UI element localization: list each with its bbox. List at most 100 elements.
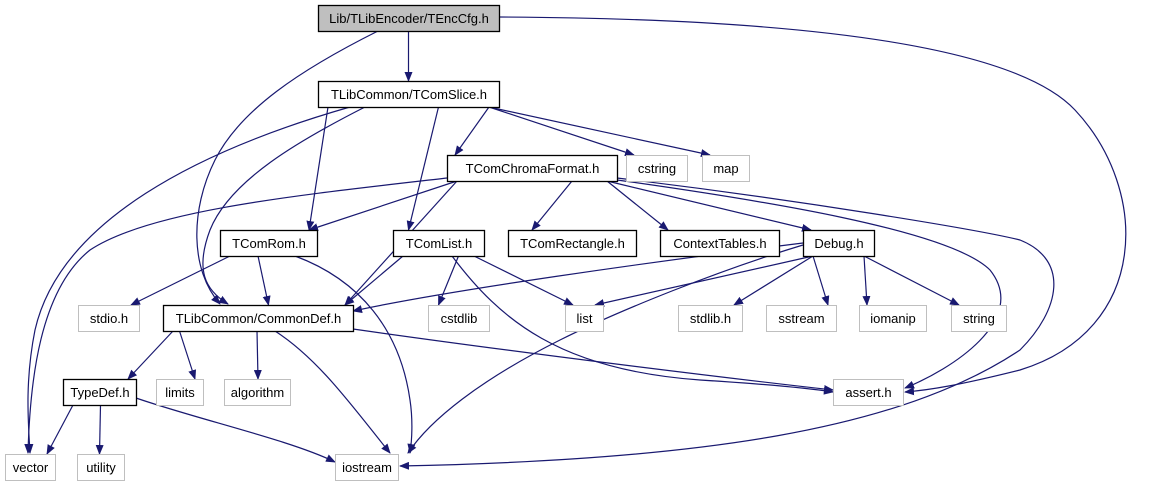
node-label: iostream xyxy=(342,460,392,475)
node-box xyxy=(156,379,204,406)
graph-node-iomanip: iomanip xyxy=(859,305,927,332)
node-label: TypeDef.h xyxy=(70,385,129,400)
edge-tcomslice-to-tcomlist xyxy=(406,106,440,231)
graph-node-tcomrom[interactable]: TComRom.h xyxy=(219,229,319,258)
edge-typedef-to-vector xyxy=(46,404,74,455)
node-box xyxy=(626,155,688,182)
node-box xyxy=(335,454,399,481)
node-label: vector xyxy=(13,460,49,475)
graph-node-debug[interactable]: Debug.h xyxy=(802,229,876,258)
node-label: Lib/TLibEncoder/TEncCfg.h xyxy=(329,11,489,26)
graph-node-tcomlist[interactable]: TComList.h xyxy=(392,229,486,258)
edge-commondef-to-limits xyxy=(178,330,197,380)
graph-node-list: list xyxy=(565,305,604,332)
graph-node-tcomrect[interactable]: TComRectangle.h xyxy=(507,229,638,258)
graph-node-algorithm: algorithm xyxy=(224,379,291,406)
graph-node-utility: utility xyxy=(77,454,125,481)
graph-node-root[interactable]: Lib/TLibEncoder/TEncCfg.h xyxy=(317,4,501,33)
node-label: stdlib.h xyxy=(690,311,731,326)
graph-node-cstring: cstring xyxy=(626,155,688,182)
node-box xyxy=(507,229,638,258)
edge-commondef-to-iostream xyxy=(274,330,391,454)
node-box xyxy=(802,229,876,258)
node-label: TLibCommon/TComSlice.h xyxy=(331,87,487,102)
graph-node-stdlibh: stdlib.h xyxy=(678,305,743,332)
graph-node-asserth: assert.h xyxy=(833,379,904,406)
node-box xyxy=(951,305,1007,332)
edge-debug-to-iostream xyxy=(407,244,804,454)
node-box xyxy=(5,454,56,481)
edge-tcomrom-to-stdio xyxy=(130,255,231,306)
node-box xyxy=(702,155,750,182)
edge-root-to-commondef xyxy=(196,30,379,305)
edge-tcomlist-to-commondef xyxy=(344,255,404,306)
edge-tcomchroma-to-ctxtables xyxy=(606,180,669,231)
edge-tcomchroma-to-tcomrom xyxy=(308,180,458,231)
node-label: utility xyxy=(86,460,116,475)
node-box xyxy=(833,379,904,406)
node-label: algorithm xyxy=(231,385,284,400)
node-box xyxy=(317,4,501,33)
edge-debug-to-sstream xyxy=(812,255,830,306)
node-label: cstdlib xyxy=(441,311,478,326)
edge-tcomslice-to-vector xyxy=(25,106,351,454)
graph-node-ctxtables[interactable]: ContextTables.h xyxy=(659,229,781,258)
node-label: TComRectangle.h xyxy=(520,236,625,251)
graph-node-stdio: stdio.h xyxy=(78,305,140,332)
node-box xyxy=(859,305,927,332)
node-box xyxy=(392,229,486,258)
graph-node-tcomslice[interactable]: TLibCommon/TComSlice.h xyxy=(317,80,501,109)
edge-debug-to-iomanip xyxy=(862,255,871,306)
edge-tcomchroma-to-tcomrect xyxy=(531,180,573,231)
node-box xyxy=(78,305,140,332)
graph-node-tcomchroma[interactable]: TComChromaFormat.h xyxy=(446,154,619,183)
node-box xyxy=(428,305,490,332)
edge-tcomchroma-to-debug xyxy=(606,180,812,232)
edge-commondef-to-typedef xyxy=(127,330,174,380)
node-label: limits xyxy=(165,385,195,400)
node-box xyxy=(766,305,837,332)
node-box xyxy=(659,229,781,258)
node-label: TComChromaFormat.h xyxy=(466,161,600,176)
graph-node-typedef[interactable]: TypeDef.h xyxy=(62,378,138,407)
node-label: stdio.h xyxy=(90,311,128,326)
graph-node-string: string xyxy=(951,305,1007,332)
node-box xyxy=(446,154,619,183)
graph-node-iostream: iostream xyxy=(335,454,399,481)
edge-tcomslice-to-tcomrom xyxy=(306,106,329,231)
node-box xyxy=(678,305,743,332)
node-label: cstring xyxy=(638,161,676,176)
graph-node-map: map xyxy=(702,155,750,182)
edge-tcomrom-to-commondef xyxy=(257,255,271,306)
node-box xyxy=(565,305,604,332)
edge-tcomchroma-to-asserth xyxy=(616,179,1002,389)
edge-commondef-to-asserth xyxy=(352,328,834,393)
node-box xyxy=(224,379,291,406)
node-label: TLibCommon/CommonDef.h xyxy=(176,311,341,326)
graph-node-sstream: sstream xyxy=(766,305,837,332)
node-box xyxy=(317,80,501,109)
graph-node-commondef[interactable]: TLibCommon/CommonDef.h xyxy=(162,304,355,333)
graph-node-limits: limits xyxy=(156,379,204,406)
edge-debug-to-string xyxy=(863,255,960,306)
graph-node-cstdlib: cstdlib xyxy=(428,305,490,332)
edge-root-to-asserth xyxy=(498,16,1127,396)
edge-tcomslice-to-commondef xyxy=(202,106,366,305)
edge-commondef-to-algorithm xyxy=(253,330,262,380)
edge-tcomrom-to-iostream xyxy=(294,255,416,454)
node-box xyxy=(219,229,319,258)
node-label: assert.h xyxy=(845,385,891,400)
edge-tcomchroma-to-iostream xyxy=(399,177,1055,470)
edge-tcomslice-to-cstring xyxy=(488,106,635,156)
edges-layer xyxy=(24,16,1127,470)
edge-tcomlist-to-list xyxy=(473,255,574,306)
node-label: map xyxy=(713,161,738,176)
node-box xyxy=(77,454,125,481)
node-box xyxy=(62,378,138,407)
node-label: string xyxy=(963,311,995,326)
node-label: TComRom.h xyxy=(232,236,306,251)
node-label: TComList.h xyxy=(406,236,472,251)
node-label: sstream xyxy=(778,311,824,326)
edge-tcomlist-to-asserth xyxy=(451,255,834,395)
